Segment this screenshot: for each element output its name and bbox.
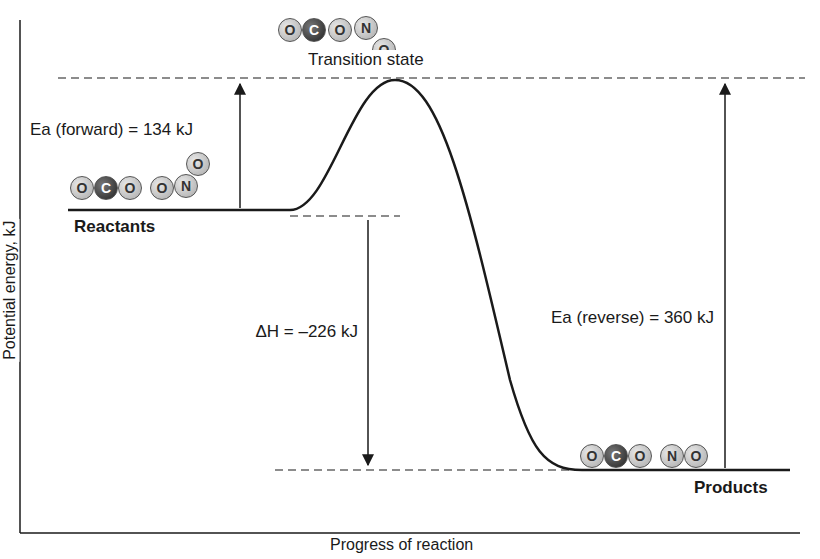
atom-circle: O — [684, 444, 708, 468]
atom-symbol: O — [691, 448, 702, 464]
atom-symbol: O — [335, 22, 346, 38]
atom-circle: O — [186, 152, 210, 176]
atom-symbol: N — [361, 20, 371, 36]
atom-symbol: C — [101, 180, 111, 196]
state-label: Reactants — [72, 217, 157, 237]
energy-label: Ea (forward) = 134 kJ — [28, 120, 195, 140]
atom-symbol: O — [587, 448, 598, 464]
ea-reverse-arrow — [724, 84, 726, 468]
atom-symbol: O — [125, 180, 136, 196]
product-level-dash — [275, 469, 580, 470]
reactant-level-dash — [290, 215, 400, 216]
atom-circle: C — [604, 444, 628, 468]
atom-symbol: O — [157, 180, 168, 196]
atom-circle: O — [70, 176, 94, 200]
energy-label: ΔH = –226 kJ — [253, 322, 360, 342]
axis-title: Progress of reaction — [328, 536, 475, 554]
atom-symbol: C — [309, 22, 319, 38]
atom-symbol: O — [635, 448, 646, 464]
atom-symbol: C — [611, 448, 621, 464]
atom-circle: O — [118, 176, 142, 200]
state-label: Products — [692, 478, 770, 498]
atom-circle: N — [354, 16, 378, 40]
state-label: Transition state — [306, 50, 426, 70]
atom-circle: O — [628, 444, 652, 468]
atom-circle: O — [150, 176, 174, 200]
atom-symbol: N — [181, 178, 191, 194]
atom-symbol: O — [193, 156, 204, 172]
delta-h-arrow — [367, 220, 369, 465]
ea-forward-arrow — [239, 84, 241, 208]
atom-circle: C — [94, 176, 118, 200]
axis-title: Potential energy, kJ — [2, 218, 20, 361]
atom-symbol: O — [285, 22, 296, 38]
atom-circle: O — [278, 18, 302, 42]
x-axis — [20, 532, 800, 534]
atom-symbol: O — [77, 180, 88, 196]
atom-circle: C — [302, 18, 326, 42]
transition-level — [58, 77, 805, 78]
energy-label: Ea (reverse) = 360 kJ — [549, 308, 716, 328]
atom-circle: N — [660, 444, 684, 468]
atom-circle: O — [328, 18, 352, 42]
atom-circle: O — [580, 444, 604, 468]
atom-symbol: N — [667, 448, 677, 464]
atom-circle: N — [174, 174, 198, 198]
